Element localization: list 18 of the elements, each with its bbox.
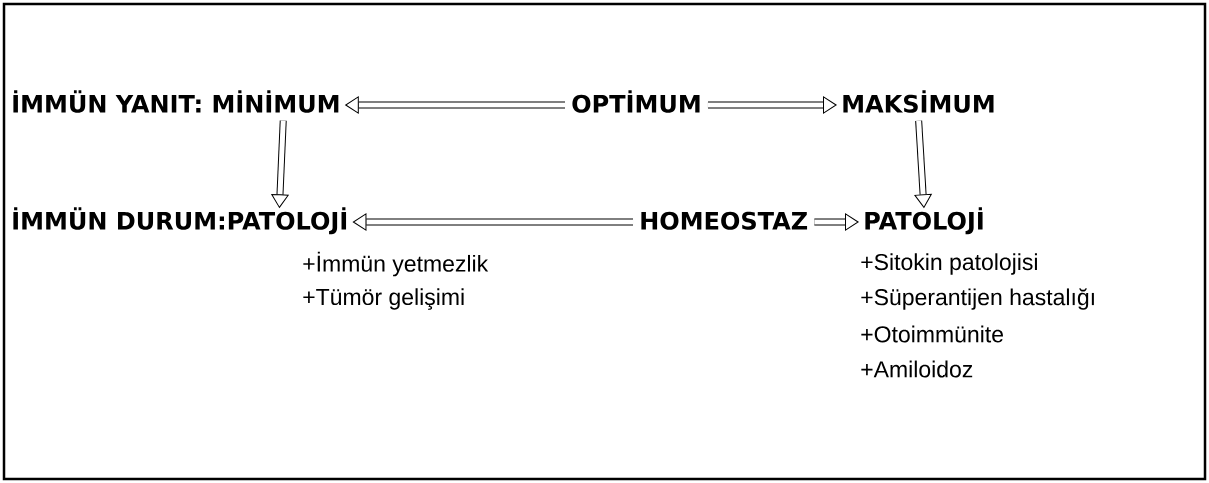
list-item: +İmmün yetmezlik	[303, 251, 489, 277]
arrow	[707, 96, 837, 114]
arrow	[345, 96, 565, 114]
list-item: +Otoimmünite	[861, 325, 1003, 343]
heading-text: MAKSİMUM	[843, 90, 994, 113]
arrow	[914, 120, 932, 208]
list-item: +Tümör gelişimi	[303, 288, 464, 310]
arrow	[352, 213, 633, 231]
heading-text: İMMÜN YANIT: MİNİMUM	[13, 90, 339, 113]
heading-text: HOMEOSTAZ	[641, 211, 808, 230]
arrow	[814, 213, 859, 231]
list-item: +Amiloidoz	[861, 360, 973, 378]
heading-text: İMMÜN DURUM:PATOLOJİ	[13, 207, 347, 235]
list-item: +Süperantijen hastalığı	[861, 288, 1094, 310]
arrow	[271, 120, 289, 208]
heading-text: PATOLOJİ	[865, 207, 983, 235]
list-item: +Sitokin patolojisi	[861, 253, 1037, 275]
heading-text: OPTİMUM	[572, 90, 700, 113]
